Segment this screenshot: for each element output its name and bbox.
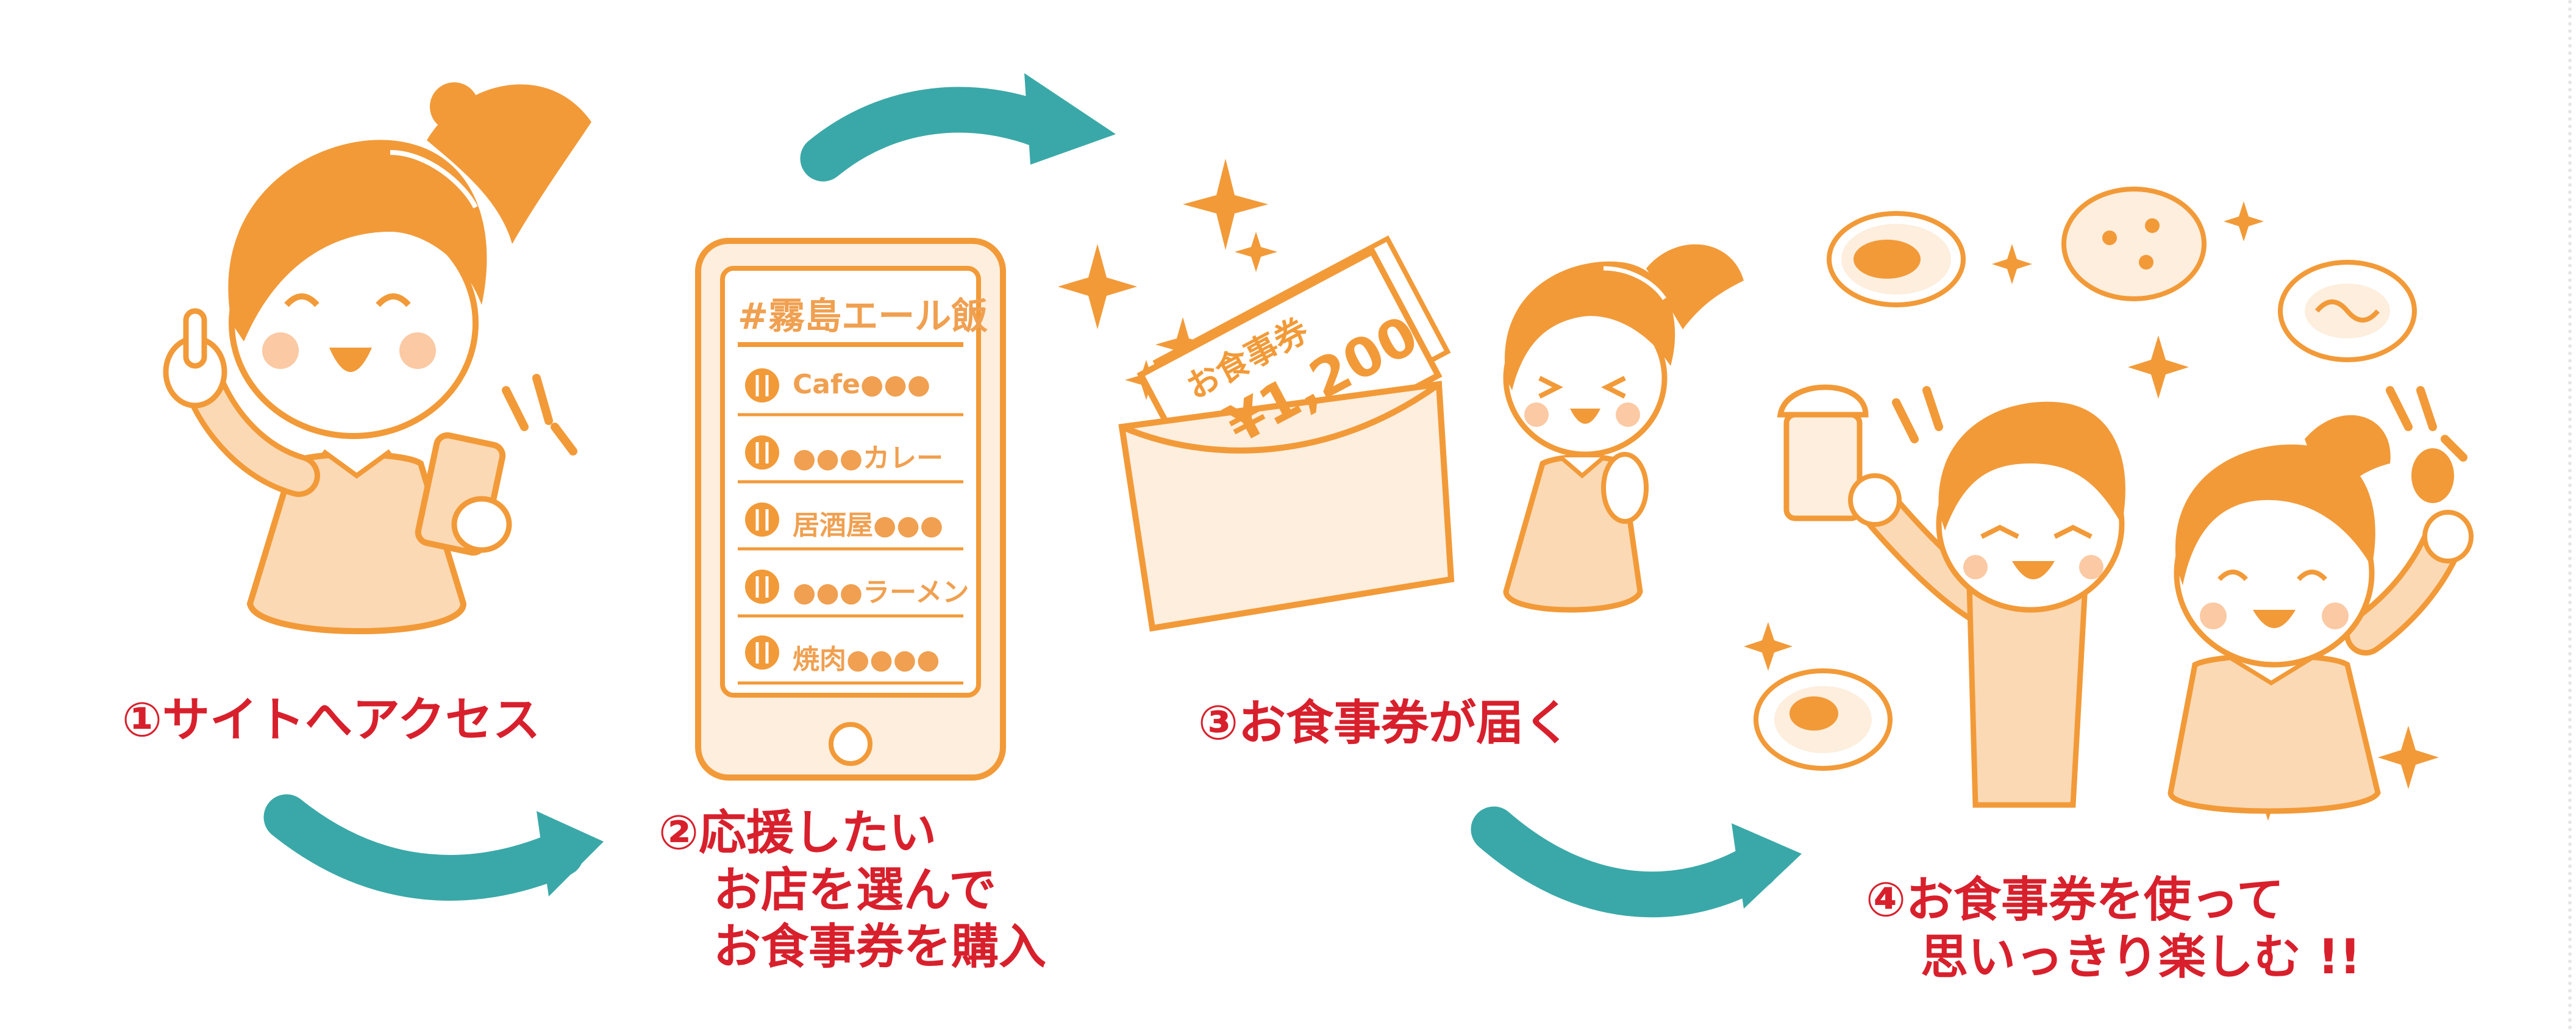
arrow-icon: [263, 794, 604, 901]
arrow-icon: [800, 73, 1116, 182]
fork-knife-icon: [745, 570, 779, 604]
fork-knife-icon: [745, 435, 779, 470]
step2-caption-line: お店を選んで: [713, 862, 997, 918]
phone-list-item: ●●●ラーメン: [793, 577, 969, 608]
phone-list-item: Cafe●●●: [793, 369, 931, 400]
step2-caption: ②応援したい お店を選んで お食事券を購入: [658, 805, 1046, 976]
phone-list-item: 焼肉●●●●: [793, 644, 940, 675]
step4-caption-line: ④お食事券を使って: [1866, 873, 2285, 928]
step3-caption: ③お食事券が届く: [1198, 696, 1572, 751]
right-edge-dotted-border: [2568, 0, 2574, 1030]
step1-girl-illustration: [163, 82, 591, 634]
fork-knife-icon: [745, 502, 779, 537]
step2-smartphone-illustration: [695, 238, 1006, 781]
phone-list-item: 居酒屋●●●: [793, 510, 944, 541]
step4-food-plates-illustration: [1754, 187, 2417, 771]
phone-title: #霧島エール飯: [738, 295, 988, 338]
step3-girl-illustration: [1503, 244, 1744, 613]
step4-girl-illustration: [2167, 386, 2474, 814]
step4-caption: ④お食事券を使って 思いっきり楽しむ !!: [1866, 872, 2361, 986]
fork-knife-icon: [745, 368, 779, 402]
step2-caption-line: ②応援したい: [658, 806, 937, 860]
step4-boy-illustration: [1777, 384, 2125, 808]
fork-knife-icon: [745, 635, 779, 670]
step2-caption-line: お食事券を購入: [713, 920, 1047, 975]
phone-list-item: ●●●カレー: [793, 443, 944, 474]
step4-caption-line: 思いっきり楽しむ !!: [1921, 929, 2361, 985]
step1-caption: ①サイトへアクセス: [122, 693, 541, 748]
step3-voucher-illustration: [1058, 159, 1455, 632]
arrow-icon: [1471, 806, 1802, 918]
